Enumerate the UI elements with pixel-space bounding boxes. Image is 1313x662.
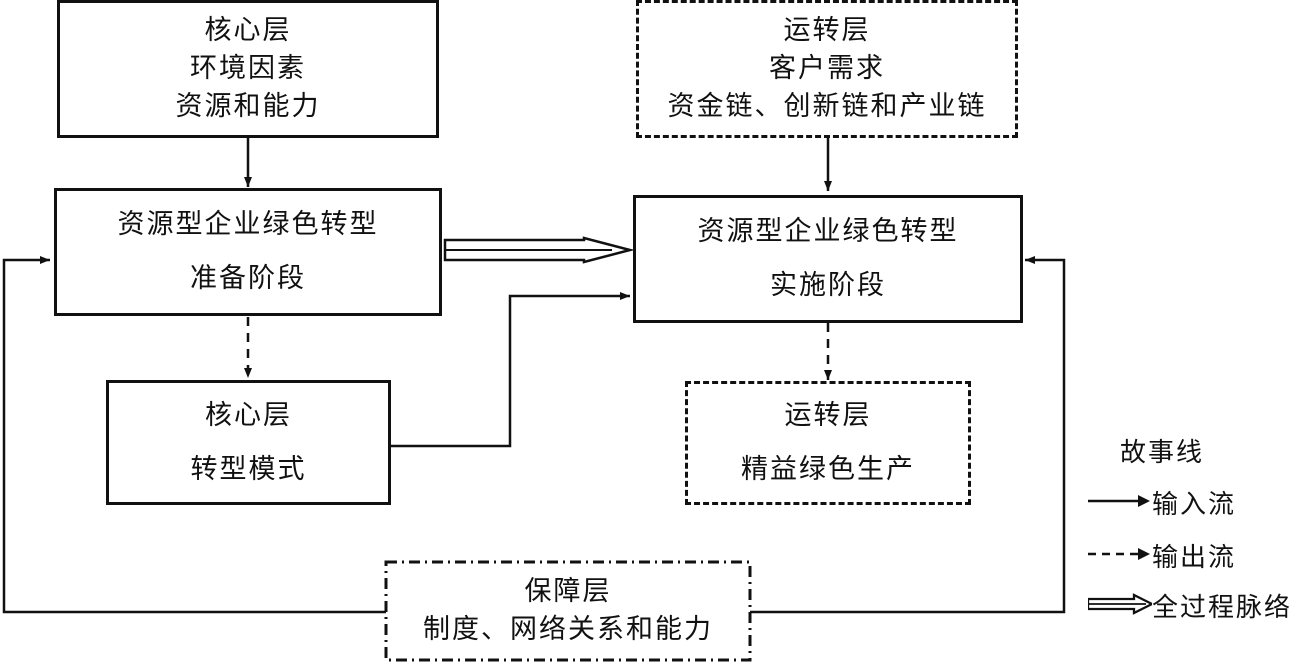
operation-layer-lean-box: 运转层 精益绿色生产 xyxy=(685,381,971,505)
core-layer-environment-box: 核心层 环境因素 资源和能力 xyxy=(57,0,439,138)
input-flow-label: 输入流 xyxy=(1152,490,1237,520)
legend-title: 故事线 xyxy=(1120,438,1205,468)
preparation-stage-box: 资源型企业绿色转型 准备阶段 xyxy=(54,188,442,316)
lean-green-production-label: 精益绿色生产 xyxy=(741,454,915,485)
implementation-title: 资源型企业绿色转型 xyxy=(697,216,959,247)
operation-layer-demand-box: 运转层 客户需求 资金链、创新链和产业链 xyxy=(636,0,1018,138)
guarantee-box-border xyxy=(384,560,752,662)
preparation-title: 资源型企业绿色转型 xyxy=(117,209,379,240)
customer-demand-label: 客户需求 xyxy=(769,53,885,84)
core-layer-mode-box: 核心层 转型模式 xyxy=(106,380,391,505)
legend-item-full-process: 全过程脉络 xyxy=(1088,587,1313,623)
resource-capability-label: 资源和能力 xyxy=(175,91,321,122)
preparation-stage-label: 准备阶段 xyxy=(190,263,306,294)
implementation-stage-box: 资源型企业绿色转型 实施阶段 xyxy=(633,195,1023,323)
full-process-label: 全过程脉络 xyxy=(1152,593,1293,623)
legend-item-output-flow: 输出流 xyxy=(1088,537,1313,573)
input-arrow-mode-to-impl xyxy=(390,292,630,448)
guarantee-layer-box: 保障层 制度、网络关系和能力 xyxy=(386,562,750,660)
dashed-arrow-icon xyxy=(1088,548,1150,560)
implementation-stage-label: 实施阶段 xyxy=(770,270,886,301)
hollow-double-arrow-icon xyxy=(1088,593,1152,615)
core-layer-title: 核心层 xyxy=(204,15,292,46)
chains-label: 资金链、创新链和产业链 xyxy=(667,91,987,122)
output-flow-label: 输出流 xyxy=(1152,543,1237,573)
operation-layer-lean-title: 运转层 xyxy=(784,400,872,431)
operation-layer-title: 运转层 xyxy=(783,15,871,46)
solid-arrow-icon xyxy=(1088,495,1150,507)
core-layer-mode-title: 核心层 xyxy=(205,399,292,431)
institution-network-capability-label: 制度、网络关系和能力 xyxy=(423,614,713,645)
process-arrow-prep-to-impl xyxy=(443,236,635,264)
guarantee-feedback-to-prep xyxy=(2,256,386,614)
guarantee-layer-title: 保障层 xyxy=(524,576,612,607)
legend-item-input-flow: 输入流 xyxy=(1088,484,1313,520)
guarantee-feedback-to-impl xyxy=(750,256,1066,614)
environment-factor-label: 环境因素 xyxy=(190,53,306,84)
transformation-mode-label: 转型模式 xyxy=(190,453,307,485)
